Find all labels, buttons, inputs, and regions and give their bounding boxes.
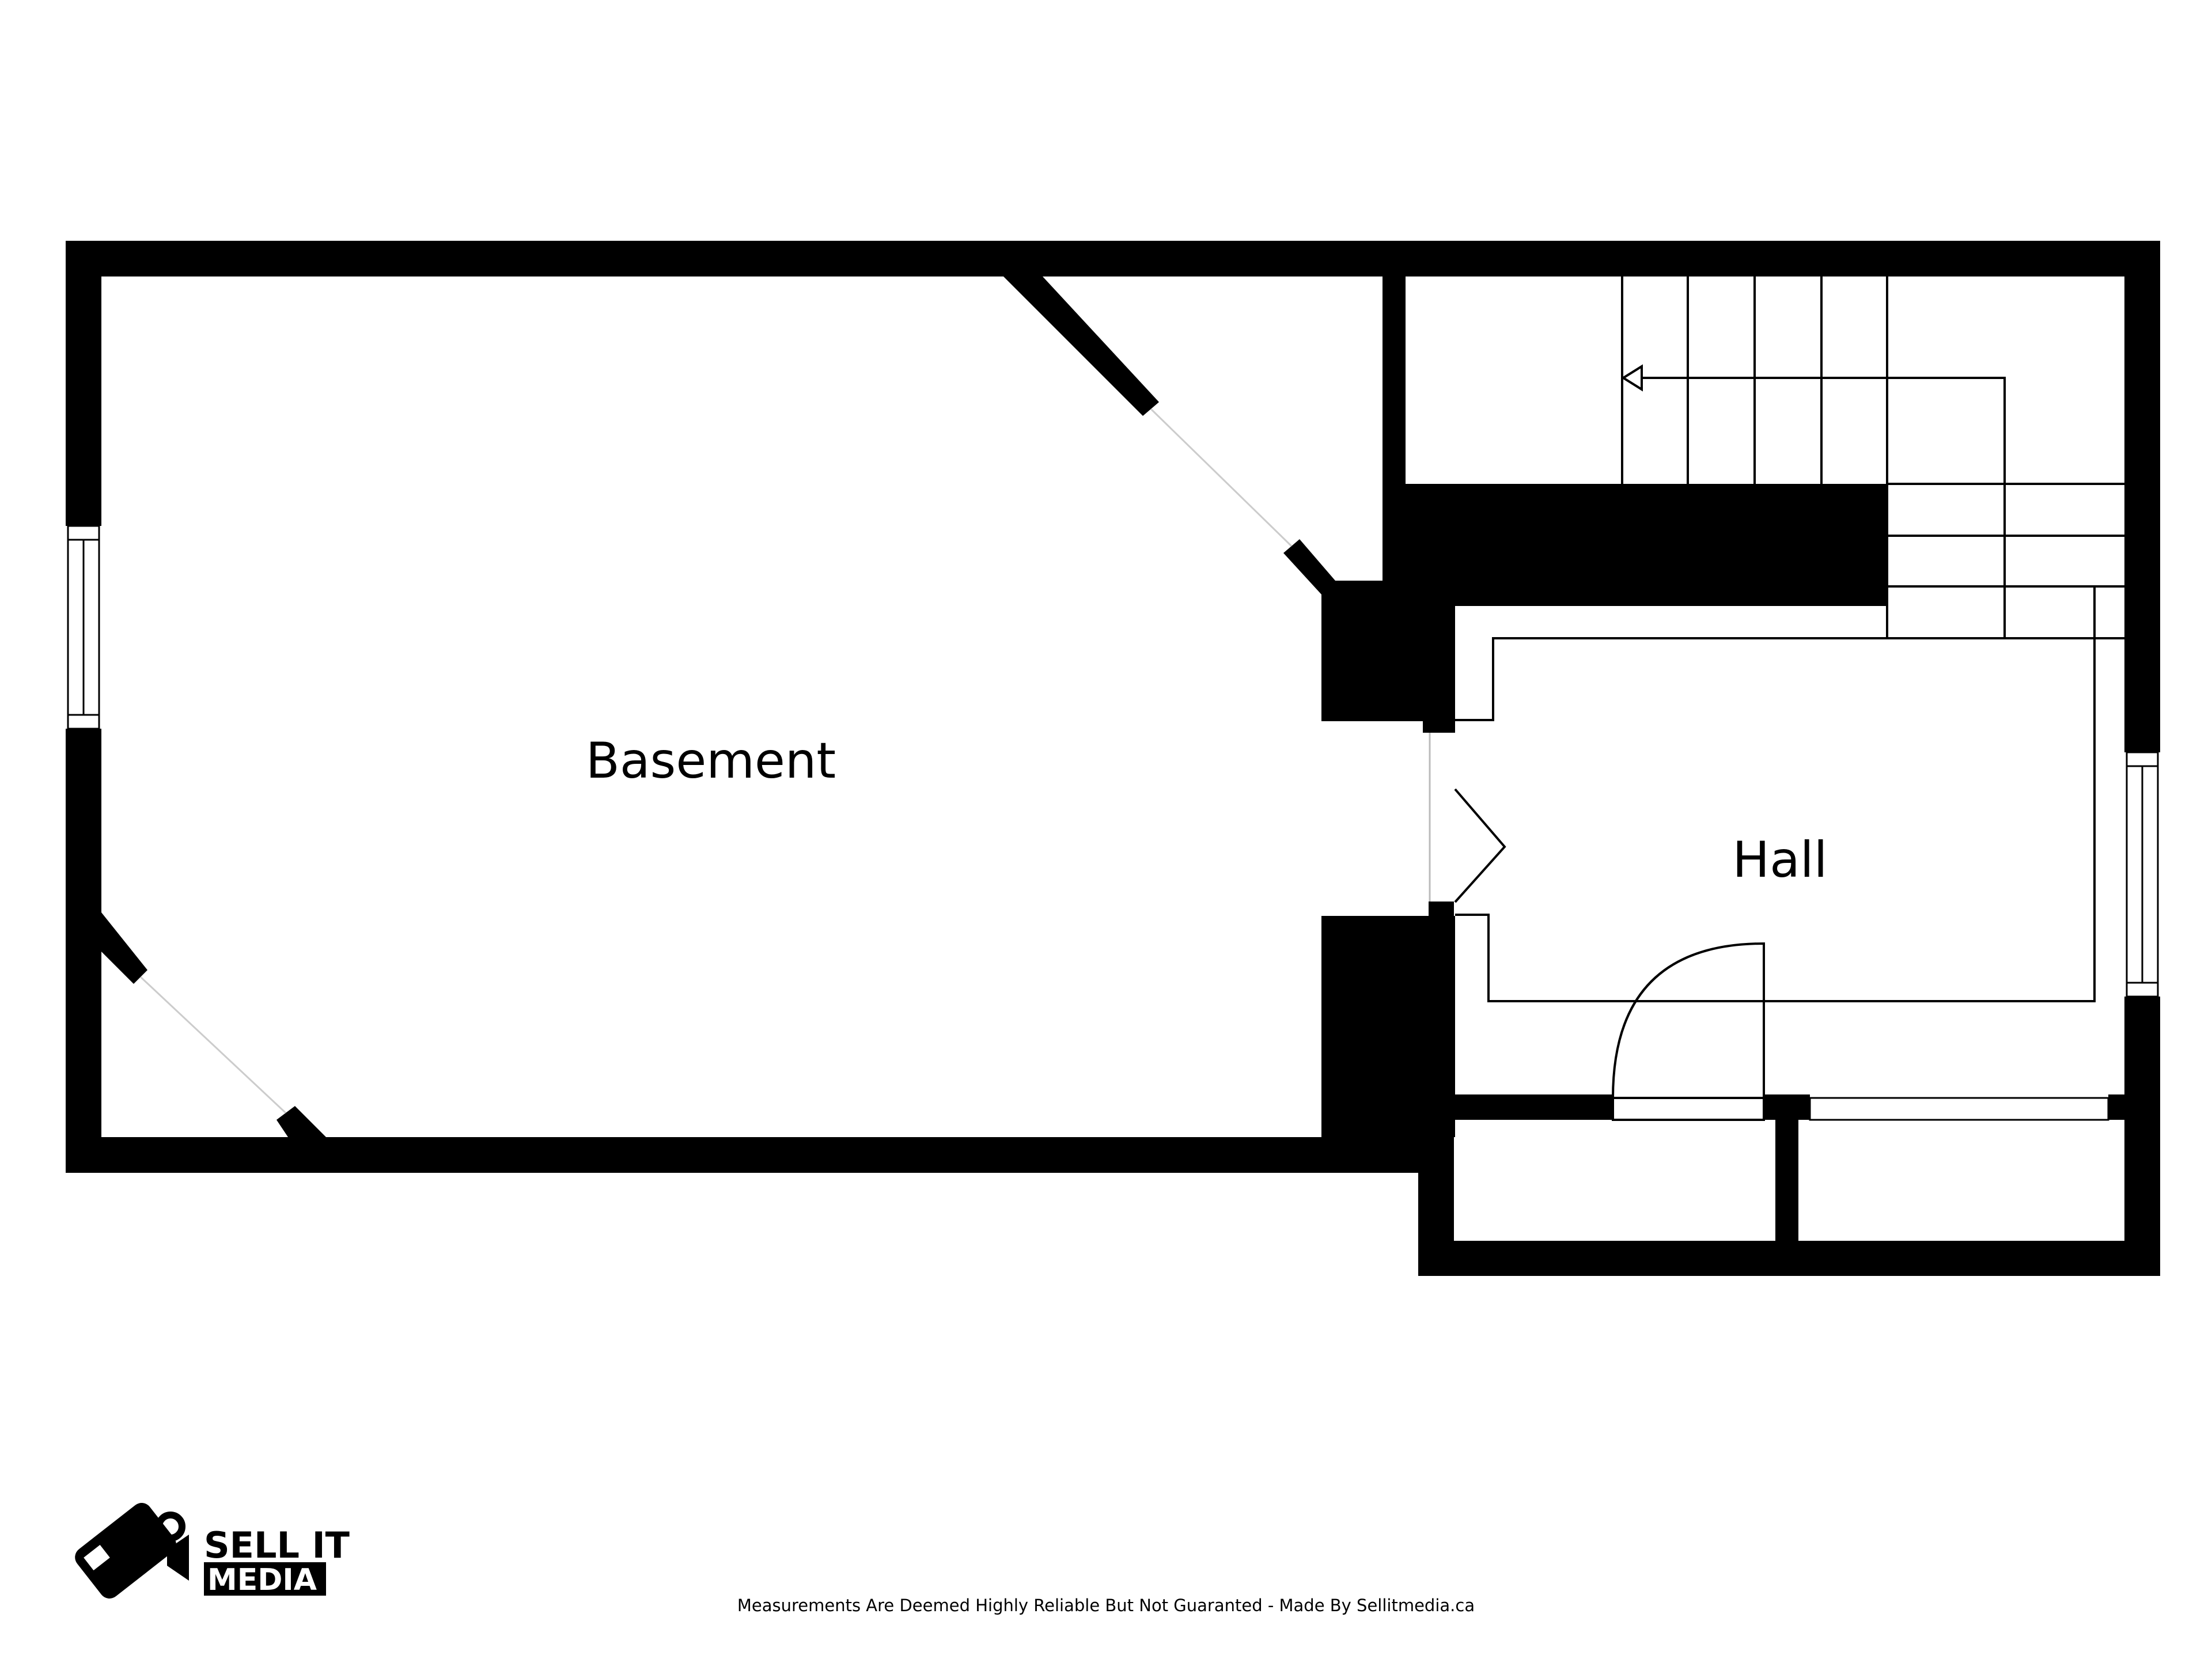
wall-left-upper: [66, 241, 101, 526]
wall-right-lower: [2124, 997, 2160, 1276]
double-door: [1454, 788, 1506, 903]
logo-line2: MEDIA: [207, 1563, 317, 1597]
hall-counter: [1455, 637, 2124, 721]
room-label-hall: Hall: [1732, 831, 1827, 889]
footer-disclaimer: Measurements Are Deemed Highly Reliable …: [737, 1596, 1475, 1615]
wall-left-lower: [66, 729, 101, 1173]
diagonal-wall-upper-end: [1283, 539, 1335, 594]
stairs: [1455, 276, 2124, 1002]
room-label-basement: Basement: [586, 732, 836, 790]
wall-closets-divider: [1775, 1094, 1798, 1276]
closet-door-swing: [1612, 942, 1765, 1099]
wall-hall-bottom-right: [2108, 1094, 2124, 1120]
wall-top: [66, 241, 2160, 276]
wall-stair-mass: [1382, 484, 1887, 605]
wall-hall-bottom-mid: [1764, 1094, 1810, 1120]
stair-arrow-path: [1633, 377, 2006, 484]
wall-basement-bottom: [66, 1137, 1424, 1173]
doors: [1429, 733, 1765, 1121]
tag-camera-icon: [75, 1503, 189, 1599]
stair-arrow-head: [1621, 364, 1643, 392]
pillar-lower-strip: [1429, 902, 1454, 1138]
wall-right-upper: [2124, 241, 2160, 752]
window-diagonal-upper: [1150, 408, 1293, 547]
diagonal-wall-lower-start: [101, 912, 147, 984]
closet-door-threshold: [1612, 1097, 1765, 1121]
window-hall-bottom: [1809, 1097, 2109, 1121]
walls: [66, 241, 2160, 1276]
diagonal-wall-lower-end: [276, 1106, 326, 1137]
hall-counter-inner: [1455, 586, 2096, 1002]
logo-line1: SELL IT: [204, 1524, 350, 1566]
windows: [67, 408, 2159, 1121]
diagonal-wall-upper: [1003, 276, 1159, 416]
logo-line2-box: [204, 1562, 326, 1596]
window-diagonal-lower: [139, 976, 287, 1114]
sell-it-media-logo: SELL IT MEDIA: [75, 1503, 350, 1599]
pillar-upper-strip: [1423, 605, 1455, 733]
